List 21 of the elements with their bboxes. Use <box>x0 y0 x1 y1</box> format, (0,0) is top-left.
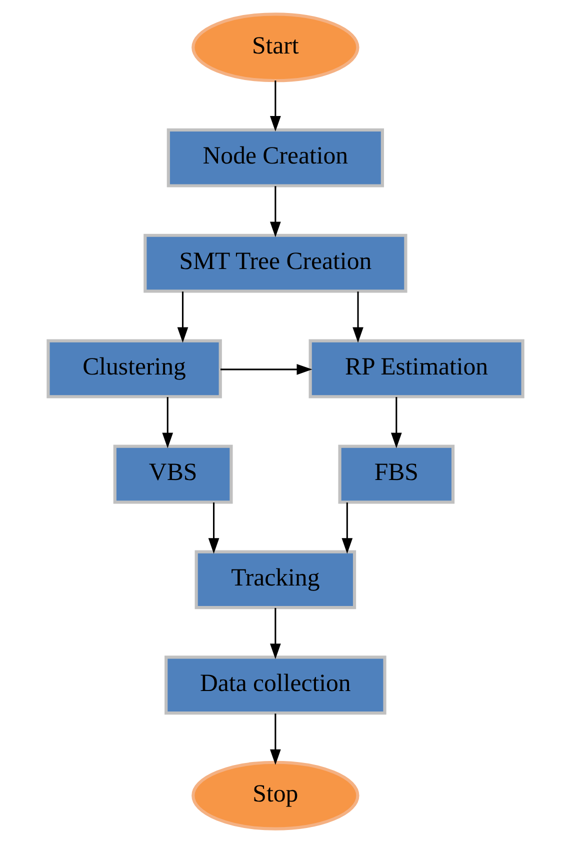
arrow <box>342 502 353 554</box>
node-box: Node Creation <box>166 128 384 188</box>
arrow <box>208 502 220 554</box>
node-box: Tracking <box>194 550 356 610</box>
node-ellipse: Start <box>192 12 360 82</box>
arrow <box>270 714 281 765</box>
node-box: RP Estimation <box>308 339 524 398</box>
node-box: SMT Tree Creation <box>144 234 408 293</box>
arrow <box>390 397 402 448</box>
arrow <box>220 364 312 375</box>
node-box: VBS <box>113 444 233 504</box>
node-box: Data collection <box>164 656 386 715</box>
arrow <box>270 608 281 660</box>
arrow <box>270 80 281 132</box>
arrow <box>162 397 174 448</box>
node-box: FBS <box>338 444 455 504</box>
arrow <box>177 292 188 343</box>
arrow <box>270 186 281 238</box>
arrow <box>352 292 364 343</box>
node-box: Clustering <box>46 339 222 398</box>
node-ellipse: Stop <box>192 760 360 830</box>
